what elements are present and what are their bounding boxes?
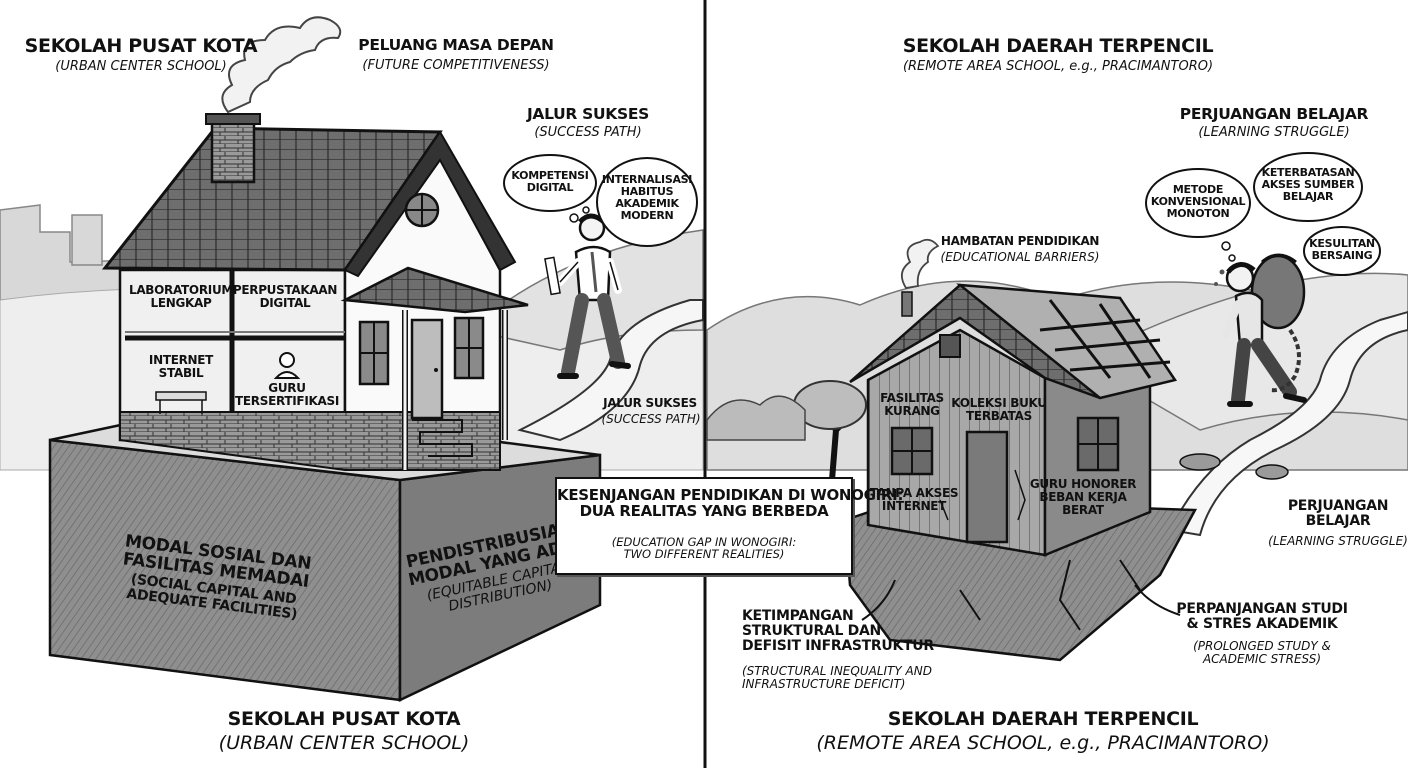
right-panel [706, 152, 1408, 662]
porch-roof [340, 266, 529, 314]
left-title: SEKOLAH PUSAT KOTA [24, 35, 258, 57]
left-subtitle: (URBAN CENTER SCHOOL) [55, 59, 227, 74]
struggle-title: PERJUANGAN BELAJAR [1179, 105, 1369, 123]
thought-bubble-habitus [596, 157, 698, 247]
thought-bubble-digital [503, 154, 597, 212]
thought-compete-text: KESULITAN BERSAING [1309, 237, 1375, 262]
struggle-title-2: PERJUANGAN BELAJAR [1287, 498, 1389, 530]
left-bottom-subtitle: (URBAN CENTER SCHOOL) [218, 732, 470, 754]
room-books-label: KOLEKSI BUKU TERBATAS [951, 396, 1047, 423]
skyline-tower [71, 214, 103, 266]
hut-smoke [900, 238, 940, 289]
barrier-subtitle: (EDUCATIONAL BARRIERS) [940, 250, 1100, 264]
hut-small-window [939, 334, 961, 358]
room-no-internet-label: TANPA AKSES INTERNET [869, 486, 959, 513]
chimney-smoke [221, 16, 342, 114]
future-subtitle: (FUTURE COMPETITIVENESS) [362, 58, 550, 73]
thought-habitus-text: INTERNALISASI HABITUS AKADEMIK MODERN [601, 173, 693, 222]
success-path-subtitle: (SUCCESS PATH) [534, 125, 642, 140]
right-bottom-subtitle: (REMOTE AREA SCHOOL, e.g., PRACIMANTORO) [816, 732, 1270, 754]
leader-line-prolonged [1134, 584, 1181, 616]
thought-methods-text: METODE KONVENSIONAL MONOTON [1150, 183, 1246, 220]
right-subtitle: (REMOTE AREA SCHOOL, e.g., PRACIMANTORO) [902, 59, 1214, 74]
future-title: PELUANG MASA DEPAN [358, 36, 554, 54]
rock-cracks [959, 559, 1141, 631]
struggle-path [1168, 310, 1408, 537]
barrier-title: HAMBATAN PENDIDIKAN [940, 234, 1100, 248]
prolonged-subtitle: (PROLONGED STUDY & ACADEMIC STRESS) [1193, 639, 1331, 666]
room-dividers [125, 270, 345, 435]
struggling-student-figure [1214, 253, 1307, 407]
center-subtitle: (EDUCATION GAP IN WONOGIRI: TWO DIFFEREN… [611, 535, 797, 562]
left-panel [0, 16, 704, 702]
inequality-title: KETIMPANGAN STRUKTURAL DAN DEFISIT INFRA… [742, 608, 934, 655]
room-teacher-label: GURU TERSERTIFIKASI [235, 381, 339, 408]
hut-door [965, 430, 1009, 544]
room-lab-label: LABORATORIUM LENGKAP [128, 283, 234, 310]
chimney-cap [205, 113, 261, 125]
hut-side-roof-damaged [956, 283, 1178, 400]
wall-cracks [939, 469, 1026, 521]
struggle-subtitle-2: (LEARNING STRUGGLE) [1268, 534, 1408, 548]
chimney [210, 118, 256, 184]
success-path [517, 299, 704, 442]
right-title: SEKOLAH DAERAH TERPENCIL [902, 35, 1214, 57]
center-title-box: KESENJANGAN PENDIDIKAN DI WONOGIRI: DUA … [555, 477, 904, 575]
lab-desk [155, 391, 207, 401]
right-bottom-title: SEKOLAH DAERAH TERPENCIL [887, 708, 1199, 730]
thought-bubble-compete [1303, 226, 1381, 276]
room-internet-label: INTERNET STABIL [148, 353, 214, 380]
struggle-subtitle: (LEARNING STRUGGLE) [1198, 125, 1350, 140]
teacher-icon [279, 352, 295, 368]
success-path-title: JALUR SUKSES [526, 105, 650, 123]
house-gable-roof-edge [343, 130, 517, 278]
round-window-cross [406, 194, 438, 226]
success-path-title-2: JALUR SUKSES [603, 396, 697, 410]
success-path-subtitle-2: (SUCCESS PATH) [601, 412, 701, 426]
left-bottom-title: SEKOLAH PUSAT KOTA [227, 708, 461, 730]
hut-chimney [901, 291, 913, 317]
exposed-rafters [1039, 299, 1171, 379]
porch-steps [412, 419, 473, 457]
center-title: KESENJANGAN PENDIDIKAN DI WONOGIRI: DUA … [557, 486, 904, 521]
room-honorary-teacher-label: GURU HONORER BEBAN KERJA BERAT [1029, 477, 1137, 517]
room-facilities-label: FASILITAS KURANG [880, 391, 944, 418]
thought-bubble-access [1253, 152, 1363, 222]
thought-access-text: KETERBATASAN AKSES SUMBER BELAJAR [1261, 166, 1355, 203]
thought-digital-text: KOMPETENSI DIGITAL [511, 169, 589, 194]
front-door [410, 318, 444, 420]
prolonged-title: PERPANJANGAN STUDI & STRES AKADEMIK [1176, 601, 1348, 633]
leader-line-inequality [861, 579, 896, 621]
rock-2 [1255, 464, 1289, 480]
thought-bubble-methods [1145, 168, 1251, 238]
room-library-label: PERPUSTAKAAN DIGITAL [232, 283, 338, 310]
student-figure [544, 213, 631, 379]
bushes [706, 395, 806, 441]
rock-1 [1179, 453, 1221, 471]
inequality-subtitle: (STRUCTURAL INEQUALITY AND INFRASTRUCTUR… [742, 664, 932, 691]
